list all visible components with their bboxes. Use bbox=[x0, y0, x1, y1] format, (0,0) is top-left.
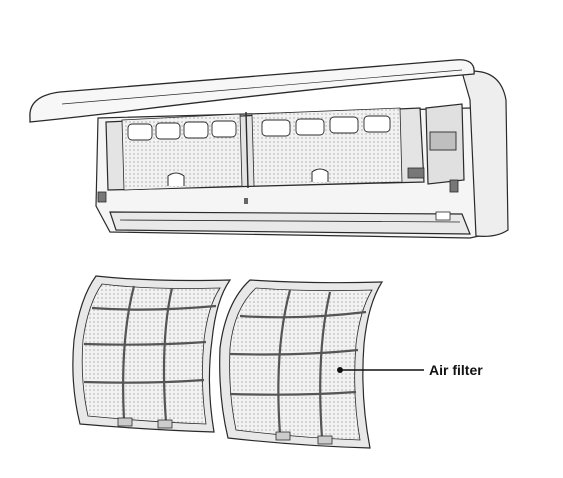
air-filter-label: Air filter bbox=[429, 362, 483, 378]
handle-left bbox=[167, 172, 185, 186]
unit-side-cap bbox=[461, 70, 509, 237]
clip-left bbox=[97, 191, 107, 203]
display-window bbox=[429, 131, 457, 151]
indicator-slot bbox=[435, 211, 451, 221]
unit-louver bbox=[109, 211, 471, 235]
handle-right bbox=[311, 168, 329, 182]
indoor-unit bbox=[29, 59, 509, 239]
top-tabs-left bbox=[127, 120, 237, 141]
clip-far-right bbox=[449, 179, 459, 193]
air-filter-leader bbox=[337, 367, 424, 373]
right-air-filter bbox=[219, 279, 384, 449]
bottom-dot bbox=[244, 198, 248, 204]
left-air-filter bbox=[72, 275, 232, 433]
front-panel bbox=[29, 59, 475, 123]
clip-right bbox=[407, 167, 425, 179]
top-tabs-right bbox=[261, 115, 391, 137]
